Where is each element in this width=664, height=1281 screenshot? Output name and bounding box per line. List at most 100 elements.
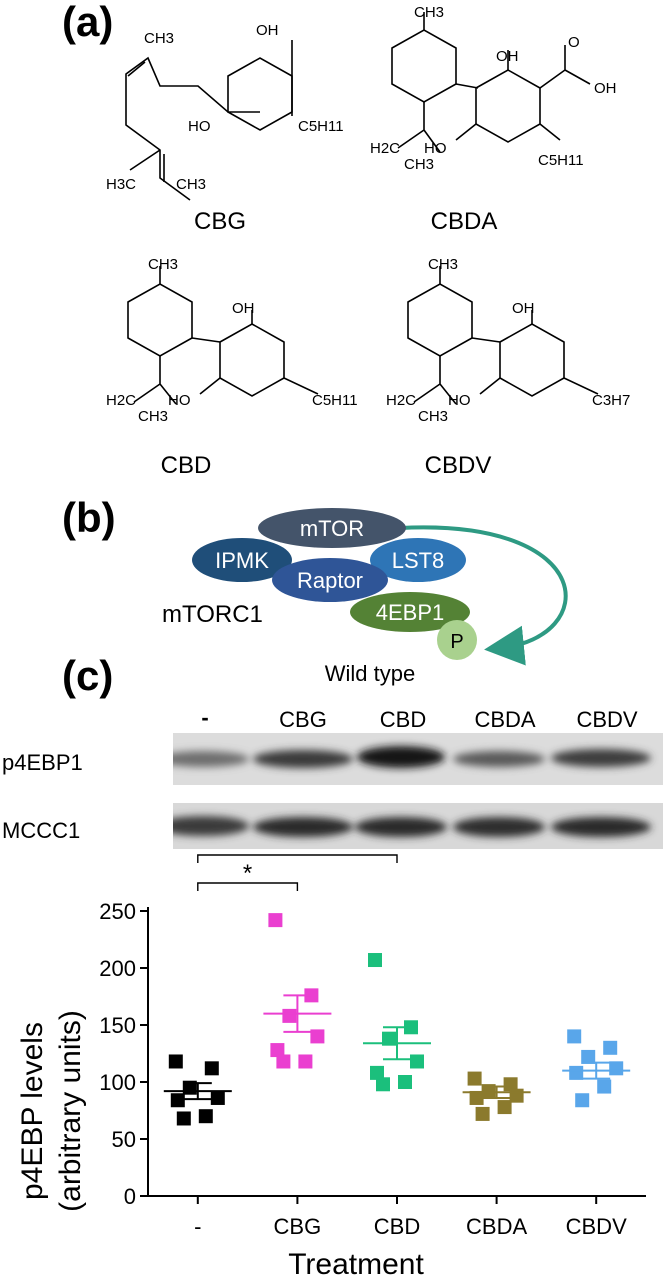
band-mccc1-cbg	[253, 817, 353, 837]
data-point	[509, 1088, 524, 1103]
panel-label-b: (b)	[62, 494, 116, 541]
band-mccc1-cbdv	[551, 817, 651, 837]
blot-title: Wild type	[324, 661, 416, 686]
significance-bracket	[197, 882, 299, 891]
data-point	[609, 1061, 624, 1076]
panel-label-c: (c)	[62, 652, 114, 699]
lane-label-cbg: CBG	[279, 707, 327, 732]
cbda-ch3: CH3	[414, 4, 445, 21]
y-axis-label-units: (arbitrary units)	[54, 1010, 87, 1212]
y-tick-label: 100	[99, 1070, 136, 1095]
cbd-ho: HO	[168, 392, 191, 409]
significance-star: *	[243, 860, 252, 887]
row-label-p4ebp1: p4EBP1	[2, 750, 83, 775]
subunit-label-ipmk: IPMK	[215, 548, 269, 573]
x-axis-label: Treatment	[288, 1248, 424, 1281]
cbg-ho: HO	[188, 118, 211, 135]
data-point	[368, 953, 382, 968]
data-point	[398, 1075, 412, 1089]
subunit-label-4ebp1: 4EBP1	[376, 600, 445, 625]
subunit-4ebp1	[350, 592, 470, 632]
subunit-mtor	[258, 508, 406, 548]
molecule-name-cbdv: CBDV	[424, 452, 492, 479]
cbdv-ch3: CH3	[428, 256, 459, 273]
data-point	[382, 1031, 396, 1046]
band-mccc1-control	[173, 816, 249, 836]
cbda-o: O	[568, 34, 580, 51]
data-point	[581, 1049, 596, 1064]
band-p4ebp1-cbg	[253, 750, 353, 768]
significance-bracket	[197, 854, 398, 863]
lane-label-control: -	[201, 705, 209, 730]
cbdv-oh: OH	[512, 300, 535, 317]
data-point	[597, 1079, 612, 1094]
subunit-label-mtor: mTOR	[300, 516, 364, 541]
data-point	[310, 1029, 325, 1044]
cbd-structure	[127, 266, 319, 405]
complex-name: mTORC1	[162, 601, 263, 628]
data-point	[567, 1029, 582, 1044]
cbdv-h2c: H2C	[386, 392, 417, 409]
data-point	[569, 1065, 584, 1080]
data-point	[603, 1040, 618, 1055]
subunit-p	[437, 620, 477, 660]
panel-label-a: (a)	[62, 0, 114, 45]
cbg-ch3-top: CH3	[144, 30, 175, 47]
y-axis-label: p4EBP levels	[16, 1022, 49, 1200]
subunit-label-lst8: LST8	[392, 548, 445, 573]
band-mccc1-cbd	[355, 817, 447, 837]
mtorc1-diagram: mTOR IPMK LST8 Raptor 4EBP1 P mTORC1	[162, 508, 568, 666]
data-points	[168, 913, 624, 1126]
blot-image	[173, 733, 663, 849]
y-tick-label: 200	[99, 956, 136, 981]
data-point	[370, 1065, 384, 1080]
y-tick-label: 0	[124, 1184, 136, 1209]
cbg-h3c: H3C	[106, 176, 137, 193]
cbdv-chain: C3H7	[592, 392, 631, 409]
cbda-ho: HO	[424, 140, 447, 157]
band-p4ebp1-cbd	[357, 746, 445, 768]
x-tick-label: CBG	[274, 1214, 322, 1239]
data-point	[276, 1054, 291, 1069]
cbg-oh: OH	[256, 22, 279, 39]
x-tick-label: CBD	[374, 1214, 420, 1239]
band-p4ebp1-cbdv	[551, 749, 651, 767]
cbdv-structure	[407, 266, 599, 405]
cbda-cooh: OH	[594, 80, 617, 97]
cbd-h2c: H2C	[106, 392, 137, 409]
data-point	[467, 1071, 482, 1086]
cbda-oh: OH	[496, 48, 519, 65]
data-point	[176, 1111, 191, 1126]
data-point	[198, 1109, 213, 1124]
y-tick-label: 150	[99, 1013, 136, 1038]
data-point	[270, 1043, 285, 1058]
chemical-structures	[125, 12, 599, 405]
lane-label-cbda: CBDA	[474, 707, 536, 732]
data-point	[204, 1061, 219, 1076]
data-point	[410, 1054, 424, 1069]
cbdv-ch3-bottom: CH3	[418, 408, 449, 425]
data-point	[497, 1100, 512, 1115]
phosphorylation-arrow	[399, 525, 568, 666]
subunit-label-p: P	[450, 631, 463, 653]
data-point	[503, 1077, 518, 1092]
data-point	[170, 1093, 185, 1108]
data-point	[376, 1077, 390, 1092]
y-tick-label: 50	[112, 1127, 136, 1152]
cbg-ch3-bottom: CH3	[176, 176, 207, 193]
significance-star: *	[293, 851, 302, 859]
subunit-lst8	[370, 538, 466, 582]
subunit-ipmk	[192, 538, 292, 582]
data-point	[298, 1054, 313, 1069]
row-label-mccc1: MCCC1	[2, 818, 81, 843]
molecule-name-cbda: CBDA	[430, 208, 498, 235]
cbda-chain: C5H11	[538, 152, 584, 169]
cbg-structure	[125, 40, 293, 201]
x-tick-label: CBDA	[466, 1214, 527, 1239]
cbd-oh: OH	[232, 300, 255, 317]
x-tick-label: CBDV	[566, 1214, 627, 1239]
subunit-raptor	[272, 558, 388, 602]
x-tick-label: -	[194, 1214, 201, 1239]
data-point	[481, 1084, 496, 1099]
